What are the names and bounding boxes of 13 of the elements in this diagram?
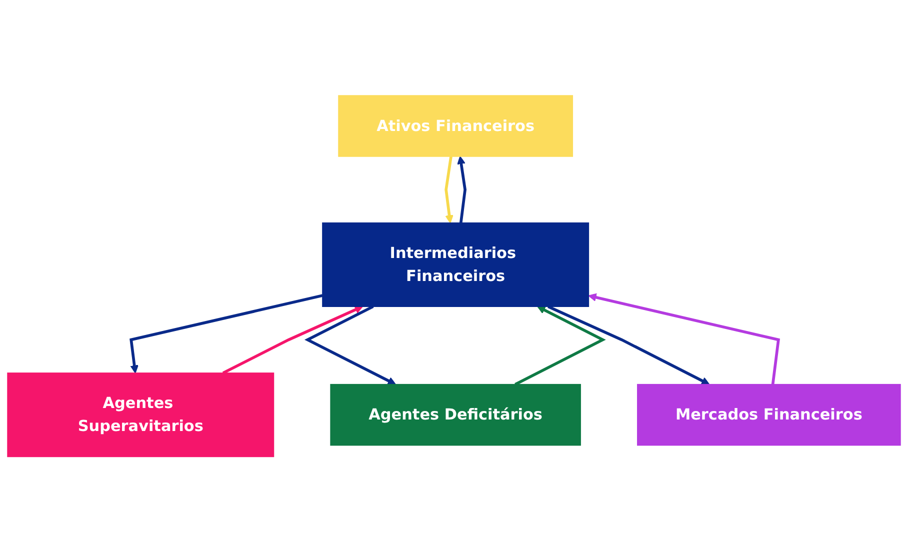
arrow (130, 294, 323, 374)
node-box: Agentes Superavitarios (7, 372, 274, 458)
arrow (457, 156, 466, 224)
node-box: Ativos Financeiros (338, 96, 574, 158)
arrow (222, 306, 363, 375)
arrow (304, 306, 396, 386)
node-box: Intermediarios Financeiros (322, 222, 590, 308)
arrow (444, 156, 454, 224)
arrow (548, 306, 710, 386)
node-box: Agentes Deficitários (330, 384, 581, 446)
node-box: Mercados Financeiros (637, 384, 901, 446)
arrow (514, 306, 606, 386)
arrow (588, 294, 780, 385)
